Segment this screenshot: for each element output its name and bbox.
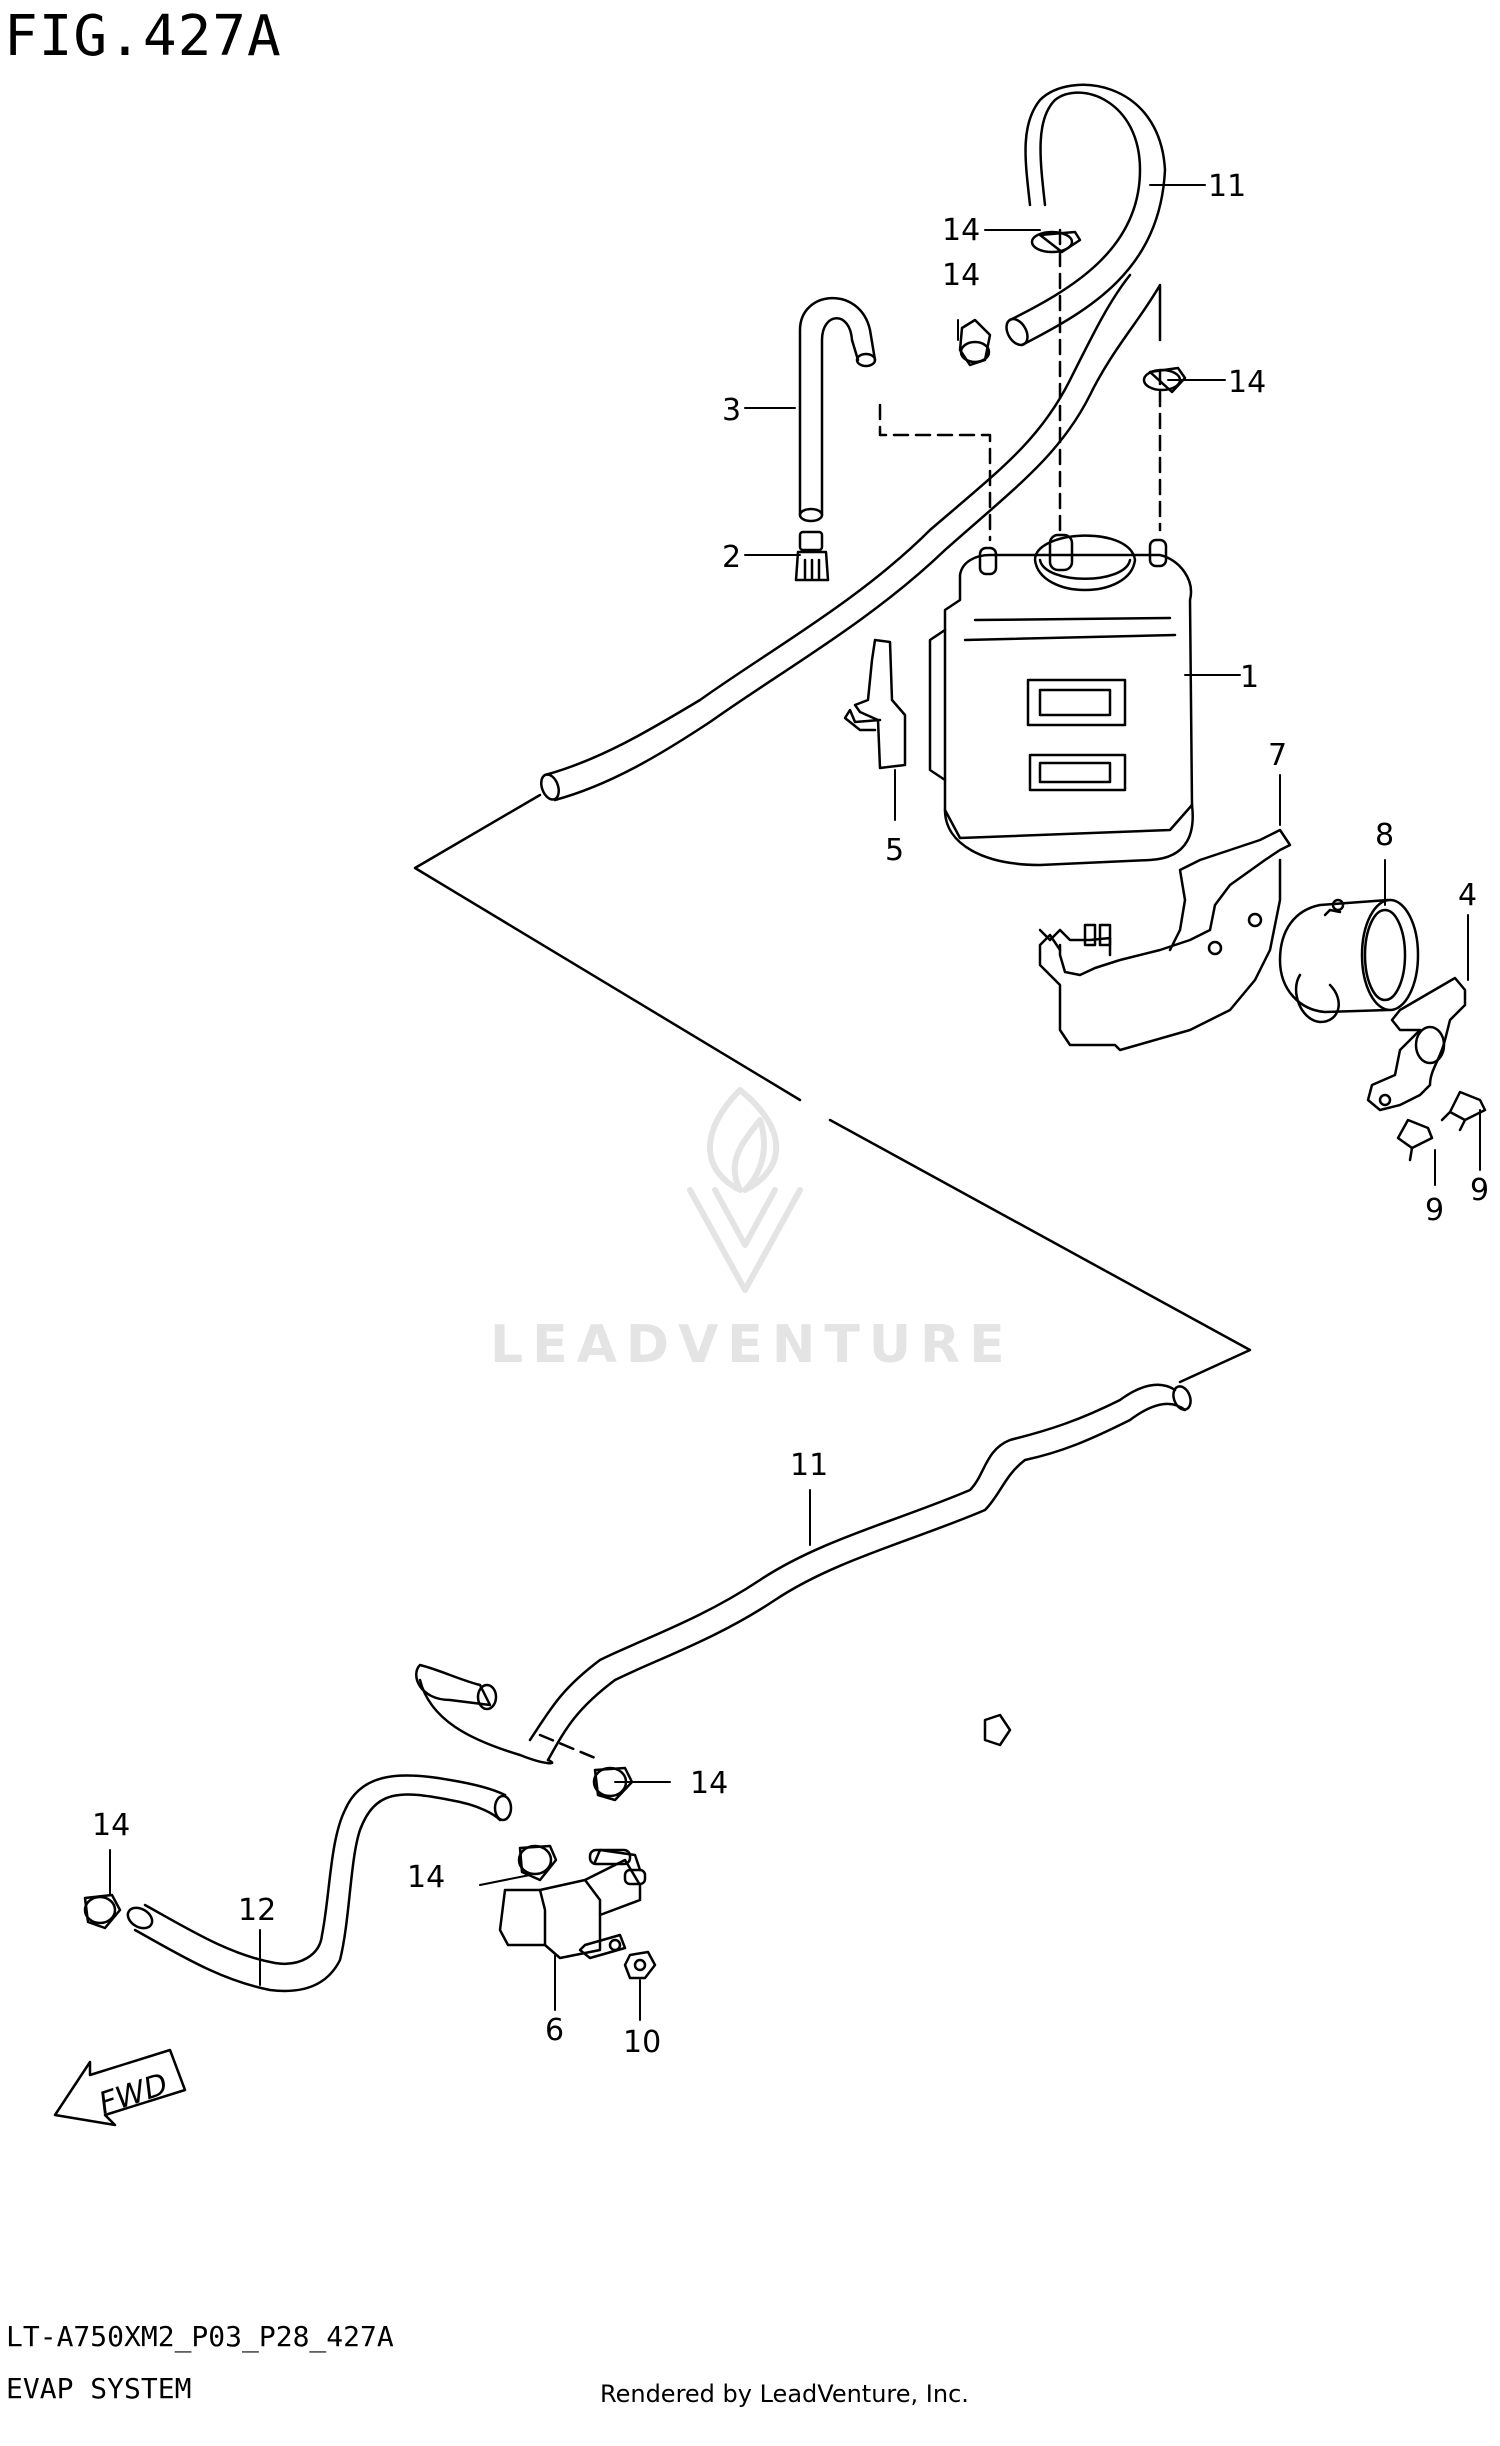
callout-1: 1 (1240, 660, 1259, 695)
callout-12: 11 (790, 1448, 828, 1483)
hose-11 (1005, 83, 1167, 347)
callout-5: 5 (885, 833, 904, 868)
clamp-14-a (1030, 230, 1082, 254)
fwd-label: FWD (95, 2067, 172, 2122)
callout-14-b: 14 (942, 258, 980, 293)
callout-11: 11 (1208, 169, 1246, 204)
callout-10: 10 (623, 2025, 661, 2060)
clamp-14-g (983, 1713, 1012, 1747)
clamp-14-f (83, 1893, 122, 1930)
callout-9-a: 9 (1425, 1193, 1444, 1228)
bolt-9-a (1440, 1090, 1487, 1132)
bracket-7 (1038, 828, 1292, 1052)
callout-14-a: 14 (942, 213, 980, 248)
diagram-code: LT-A750XM2_P03_P28_427A (6, 2320, 394, 2353)
callout-14-c: 14 (1228, 365, 1266, 400)
connector-2 (794, 530, 830, 582)
nut-10 (623, 1950, 657, 1980)
callout-6: 6 (545, 2013, 564, 2048)
fwd-arrow (53, 2048, 187, 2127)
callout-3: 3 (722, 393, 741, 428)
hose-3 (798, 296, 877, 523)
clamp-14-e (517, 1844, 558, 1882)
clamp-14-d (592, 1766, 634, 1802)
valve-6 (498, 1848, 647, 1960)
bracket-4 (1366, 976, 1467, 1112)
hose-12 (415, 1383, 1192, 1765)
callout-9-b: 9 (1470, 1173, 1489, 1208)
callout-14-f: 14 (92, 1808, 130, 1843)
callout-7: 7 (1268, 738, 1287, 773)
callout-2: 2 (722, 540, 741, 575)
leader-dashes (538, 228, 1162, 1762)
hose-13 (126, 1774, 513, 1993)
callout-8: 8 (1375, 818, 1394, 853)
clamp-14-b (958, 318, 992, 367)
callout-14-d: 14 (690, 1766, 728, 1801)
bolt-9-b (1396, 1118, 1434, 1162)
callout-leaders (109, 184, 1481, 2021)
callout-14-e: 14 (407, 1860, 445, 1895)
callout-4: 4 (1458, 878, 1477, 913)
routing-leader (413, 793, 1252, 1384)
figure-title: FIG.427A (4, 4, 282, 69)
clip-5 (843, 638, 907, 770)
canister-1 (928, 533, 1194, 867)
watermark-text: LEADVENTURE (490, 1315, 1014, 1375)
hose-canister-outlet (540, 273, 1162, 802)
system-name: EVAP SYSTEM (6, 2372, 192, 2405)
grommet-8 (1278, 898, 1420, 1024)
watermark-logo (687, 1087, 803, 1293)
render-credit: Rendered by LeadVenture, Inc. (600, 2380, 969, 2408)
callout-13: 12 (238, 1893, 276, 1928)
callout-labels: 11 14 14 14 3 2 1 5 7 8 4 9 9 11 14 14 1… (92, 169, 1489, 2122)
